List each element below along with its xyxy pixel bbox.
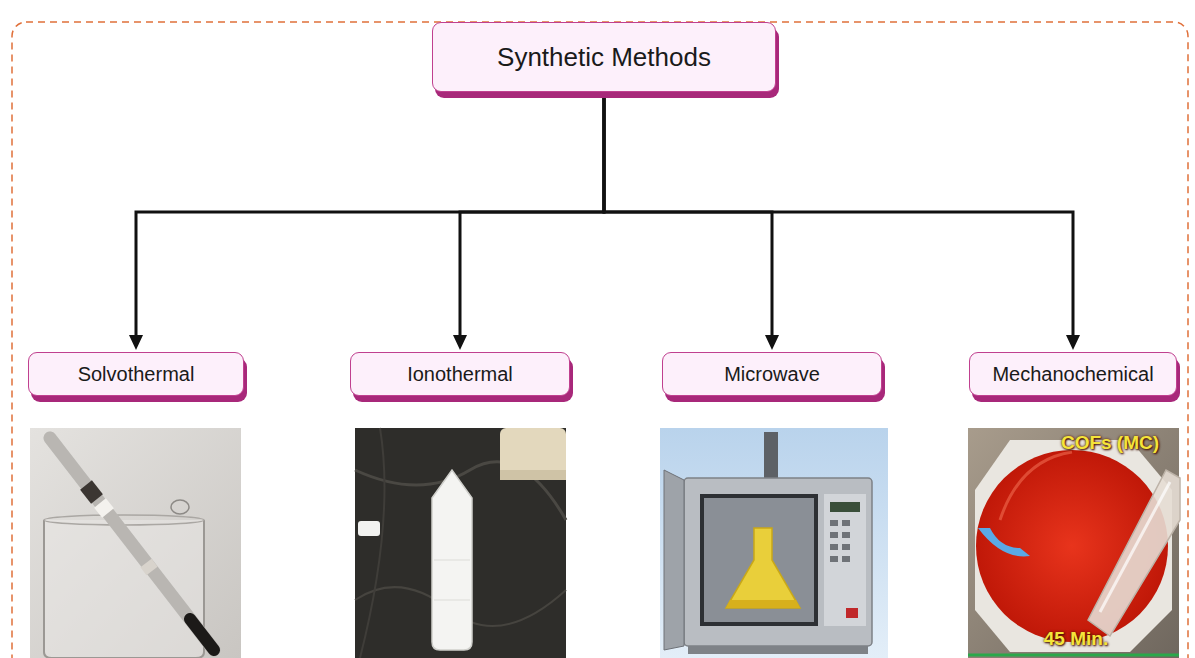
tree-arrow [129, 98, 604, 350]
method-box: Solvothermal [28, 352, 244, 396]
method-name: Solvothermal [78, 363, 195, 386]
ionothermal-photo [355, 428, 566, 658]
solvothermal-photo [30, 428, 241, 658]
tree-arrow [604, 98, 779, 350]
photo-caption-text: 45 Min. [1044, 628, 1108, 649]
root-box: Synthetic Methods [432, 22, 776, 92]
method-box: Mechanochemical [969, 352, 1177, 396]
method-box: Ionothermal [350, 352, 570, 396]
photo-caption: COFs (MC) [1061, 432, 1159, 454]
tree-arrow [453, 98, 604, 350]
root-title: Synthetic Methods [497, 42, 711, 73]
dashed-frame [12, 22, 1188, 658]
tree-arrow [604, 98, 1080, 350]
method-name: Microwave [724, 363, 820, 386]
method-name: Mechanochemical [992, 363, 1153, 386]
photo-caption-text: COFs (MC) [1061, 432, 1159, 453]
method-name: Ionothermal [407, 363, 513, 386]
photo-caption: 45 Min. [1044, 628, 1108, 650]
method-box: Microwave [662, 352, 882, 396]
microwave-photo [660, 428, 888, 658]
mechanochemical-photo [968, 428, 1180, 658]
